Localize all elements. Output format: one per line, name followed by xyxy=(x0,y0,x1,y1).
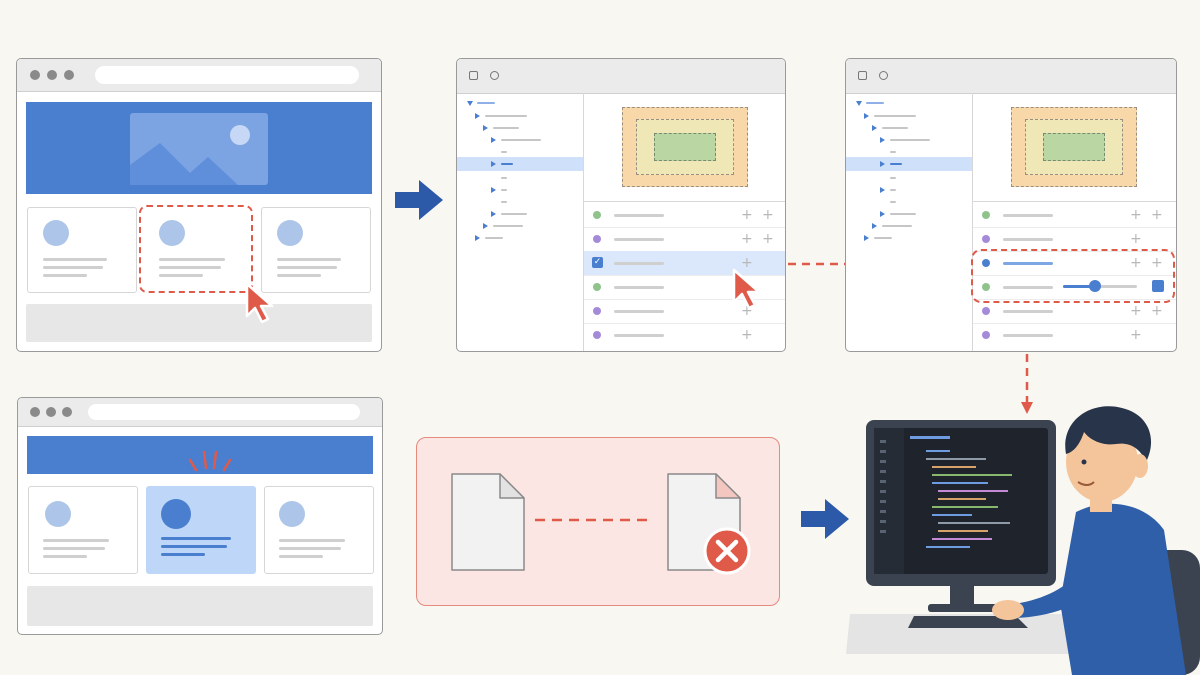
slider-thumb[interactable] xyxy=(1089,280,1101,292)
color-swatch[interactable] xyxy=(1152,280,1164,292)
devtools-toolbar xyxy=(457,59,785,94)
dom-tree-panel xyxy=(846,93,973,351)
styles-panel: ++ + ++ ++ + xyxy=(973,203,1176,351)
style-property-row[interactable]: + xyxy=(973,227,1176,252)
styles-panel: ++ ++ ✓ + + + xyxy=(584,203,785,351)
window-dot-close[interactable] xyxy=(30,70,40,80)
card-avatar xyxy=(159,220,185,246)
address-bar[interactable] xyxy=(88,404,360,420)
value-slider[interactable] xyxy=(1063,280,1137,292)
content-card-2-modified[interactable] xyxy=(146,486,256,574)
page-footer xyxy=(26,304,372,342)
devtools-toolbar xyxy=(846,59,1176,94)
style-property-row[interactable]: + xyxy=(584,299,785,324)
device-toggle-icon[interactable] xyxy=(879,71,888,80)
style-property-row[interactable]: + xyxy=(973,323,1176,347)
device-toggle-icon[interactable] xyxy=(490,71,499,80)
page-footer xyxy=(27,586,373,626)
browser-titlebar xyxy=(17,59,381,92)
window-dot-maximize[interactable] xyxy=(62,407,72,417)
box-model-panel xyxy=(584,93,785,202)
hero-banner xyxy=(27,436,373,474)
dashed-link xyxy=(535,518,653,522)
style-property-row[interactable]: + xyxy=(584,323,785,347)
element-picker-icon[interactable] xyxy=(858,71,867,80)
content-card-2-selected[interactable] xyxy=(143,207,253,293)
card-avatar xyxy=(43,220,69,246)
address-bar[interactable] xyxy=(95,66,359,84)
window-dot-minimize[interactable] xyxy=(46,407,56,417)
box-model-content xyxy=(1043,133,1105,161)
content-card-1[interactable] xyxy=(28,486,138,574)
content-card-3[interactable] xyxy=(264,486,374,574)
devtools-window-step2: ++ ++ ✓ + + + xyxy=(456,58,786,352)
style-property-row[interactable] xyxy=(584,275,785,300)
browser-window-step4 xyxy=(17,397,383,635)
card-avatar xyxy=(277,220,303,246)
dom-node-selected[interactable] xyxy=(846,157,972,171)
content-card-1[interactable] xyxy=(27,207,137,293)
style-property-row[interactable]: ++ xyxy=(973,299,1176,324)
style-property-row[interactable]: ++ xyxy=(973,203,1176,228)
content-card-3[interactable] xyxy=(261,207,371,293)
arrow-right-icon xyxy=(801,499,849,539)
mouse-pointer-icon xyxy=(732,268,761,310)
browser-titlebar xyxy=(18,398,382,427)
style-property-row-selected[interactable]: ✓ + xyxy=(584,251,785,276)
checkbox-checked-icon[interactable]: ✓ xyxy=(592,257,603,268)
card-avatar xyxy=(279,501,305,527)
selection-highlight xyxy=(139,205,253,293)
window-dot-minimize[interactable] xyxy=(47,70,57,80)
dom-node-selected[interactable] xyxy=(457,157,583,171)
devtools-window-step3: ++ + ++ ++ + xyxy=(845,58,1177,352)
image-placeholder-icon xyxy=(130,113,268,185)
style-property-row[interactable]: ++ xyxy=(584,227,785,252)
card-avatar xyxy=(161,499,191,529)
x-circle-icon xyxy=(703,527,751,575)
style-property-row-edited[interactable]: ++ xyxy=(973,251,1176,276)
developer-at-computer-illustration xyxy=(846,406,1200,675)
style-property-row[interactable]: ++ xyxy=(584,203,785,228)
window-dot-maximize[interactable] xyxy=(64,70,74,80)
window-dot-close[interactable] xyxy=(30,407,40,417)
box-model-content xyxy=(654,133,716,161)
dashed-connector-arrow-down xyxy=(1021,354,1033,414)
edited-properties-highlight xyxy=(971,249,1175,303)
mouse-pointer-icon xyxy=(245,282,274,324)
arrow-right-icon xyxy=(395,180,443,220)
dom-tree-panel xyxy=(457,93,584,351)
style-property-row-slider[interactable] xyxy=(973,275,1176,300)
change-sparkle-icon xyxy=(188,450,232,472)
document-icon xyxy=(451,473,525,571)
card-avatar xyxy=(45,501,71,527)
browser-window-step1 xyxy=(16,58,382,352)
element-picker-icon[interactable] xyxy=(469,71,478,80)
box-model-panel xyxy=(973,93,1176,202)
